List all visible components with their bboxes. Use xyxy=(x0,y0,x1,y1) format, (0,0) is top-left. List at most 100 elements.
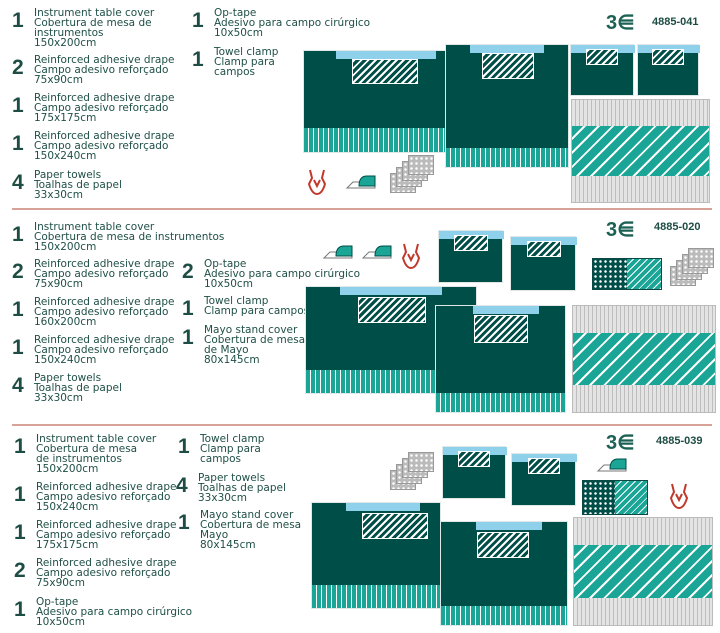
item-line: Reinforced adhesive drape xyxy=(34,92,175,104)
drape-illustration xyxy=(440,521,568,626)
pack-stripes xyxy=(615,481,647,514)
item-line: Reinforced adhesive drape xyxy=(34,258,175,270)
paper-towel-icon xyxy=(408,155,434,175)
item-line: Paper towels xyxy=(34,372,102,384)
cover-top xyxy=(574,518,712,545)
item-line: Adesivo para campo cirúrgico xyxy=(204,268,361,280)
section-divider xyxy=(12,208,712,210)
pack-dots xyxy=(593,259,627,289)
reinforcement-area xyxy=(352,59,418,84)
folded-cover-illustration xyxy=(573,517,713,626)
item-quantity: 1 xyxy=(182,326,194,349)
adhesive-strip xyxy=(336,51,436,59)
kit-code: 4885-041 xyxy=(652,16,699,28)
item-line: Cobertura de mesa de instrumentos xyxy=(34,231,225,243)
drape-illustration xyxy=(438,230,504,283)
item-line: Op-tape xyxy=(204,258,247,270)
item-quantity: 4 xyxy=(12,171,24,194)
towel-clamp-icon xyxy=(400,242,422,274)
item-line: Toalhas de papel xyxy=(198,482,286,494)
item-line: Towel clamp xyxy=(214,46,279,58)
kit-code: 4885-039 xyxy=(656,435,703,447)
item-quantity: 1 xyxy=(178,435,190,458)
item-line: Reinforced adhesive drape xyxy=(36,519,177,531)
folded-cover-illustration xyxy=(572,305,716,413)
adhesive-strip xyxy=(473,306,539,314)
item-line: Reinforced adhesive drape xyxy=(36,481,177,493)
item-line: Towel clamp xyxy=(200,433,265,445)
reinforcement-area xyxy=(474,315,528,343)
item-quantity: 1 xyxy=(12,336,24,359)
item-line: 150x200cm xyxy=(34,241,97,253)
item-line: Campo adesivo reforçado xyxy=(36,529,171,541)
brand-logo: 3⋹ xyxy=(606,12,635,34)
item-quantity: 2 xyxy=(12,56,24,79)
cover-bottom xyxy=(572,176,709,202)
item-quantity: 1 xyxy=(14,598,26,621)
cover-middle xyxy=(572,126,709,178)
item-line: campos xyxy=(200,453,241,465)
adhesive-strip xyxy=(340,287,442,295)
towel-pack-icon xyxy=(592,258,662,290)
item-quantity: 2 xyxy=(12,260,24,283)
cover-bottom xyxy=(573,385,715,412)
item-line: 10x50cm xyxy=(204,278,253,290)
item-quantity: 1 xyxy=(182,297,194,320)
drape-illustration xyxy=(303,50,469,153)
drape-fringe xyxy=(436,393,565,412)
drape-fringe xyxy=(441,606,567,625)
towel-clamp-icon xyxy=(668,482,690,514)
drape-illustration xyxy=(311,502,441,609)
paper-towel-icon xyxy=(408,452,434,472)
reinforcement-area xyxy=(458,451,490,467)
reinforcement-area xyxy=(528,458,560,474)
drape-illustration xyxy=(445,44,569,168)
adhesive-strip xyxy=(346,503,420,511)
item-line: 75x90cm xyxy=(34,74,83,86)
item-line: instrumentos xyxy=(34,27,104,39)
item-line: Adesivo para campo cirúrgico xyxy=(36,606,193,618)
drape-illustration xyxy=(570,44,635,96)
item-quantity: 2 xyxy=(14,559,26,582)
item-quantity: 1 xyxy=(14,483,26,506)
item-line: 160x200cm xyxy=(34,316,97,328)
brand-logo: 3⋹ xyxy=(606,219,635,241)
item-line: Campo adesivo reforçado xyxy=(34,344,169,356)
drape-fringe xyxy=(306,370,476,393)
item-quantity: 2 xyxy=(182,260,194,283)
item-quantity: 1 xyxy=(12,132,24,155)
op-tape-icon xyxy=(322,244,354,264)
item-line: 150x200cm xyxy=(36,463,99,475)
item-line: Paper towels xyxy=(198,472,266,484)
towel-pack-icon xyxy=(582,480,648,515)
reinforcement-area xyxy=(527,241,561,257)
item-line: Campo adesivo reforçado xyxy=(34,64,169,76)
paper-towel-icon xyxy=(688,248,714,268)
item-line: 75x90cm xyxy=(36,577,85,589)
item-line: 175x175cm xyxy=(34,112,97,124)
item-line: Cobertura de mesa xyxy=(204,334,306,346)
item-line: 150x200cm xyxy=(34,37,97,49)
item-quantity: 1 xyxy=(192,48,204,71)
